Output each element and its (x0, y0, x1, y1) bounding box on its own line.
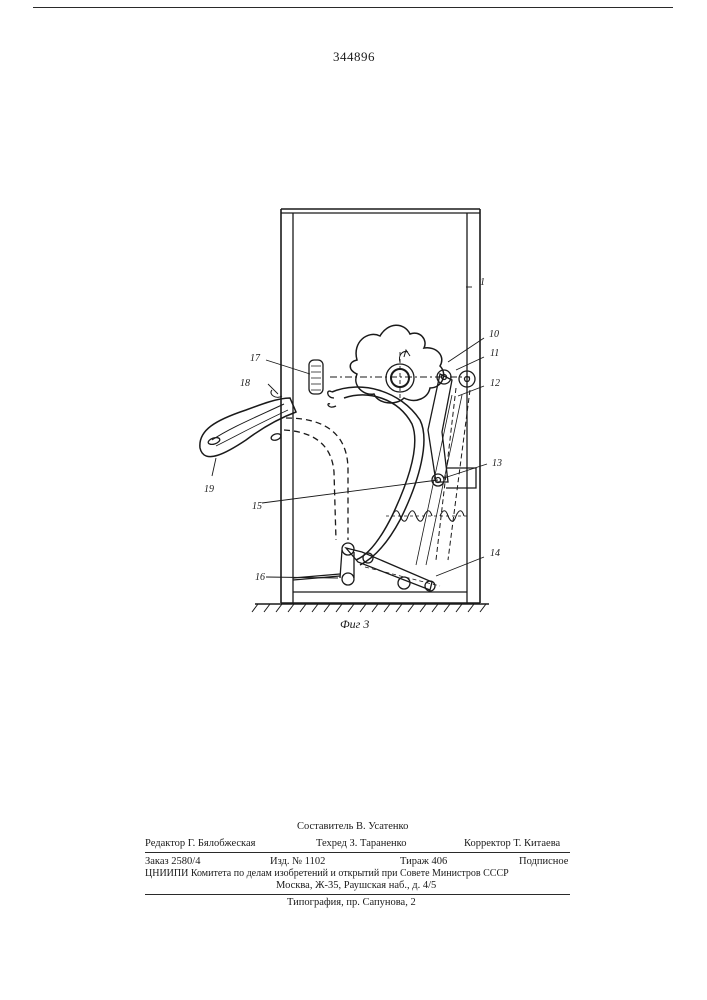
figure-caption: Фиг 3 (340, 617, 369, 631)
proofreader-line: Корректор Т. Китаева (464, 839, 560, 850)
subscription: Подписное (519, 857, 568, 868)
order-number: Заказ 2580/4 (145, 857, 200, 868)
label-16: 16 (255, 572, 265, 583)
label-18: 18 (240, 378, 250, 389)
label-19: 19 (204, 484, 214, 495)
brush-17 (309, 360, 323, 394)
bracket-13 (432, 468, 476, 488)
address-line: Москва, Ж-35, Раушская наб., д. 4/5 (276, 881, 436, 892)
circulation: Тираж 406 (400, 857, 447, 868)
label-14: 14 (490, 548, 500, 559)
linkage-14 (293, 543, 440, 591)
label-17: 17 (250, 353, 261, 364)
cam-10 (350, 325, 443, 403)
leader-lines (212, 287, 487, 578)
spring (386, 511, 470, 522)
colophon-rule-bottom (145, 894, 570, 895)
curved-arm-15 (328, 387, 424, 565)
tech-editor-line: Техред З. Тараненко (316, 839, 406, 850)
colophon-rule-top (145, 852, 570, 853)
ground-hatching (252, 604, 489, 612)
label-1: 1 (480, 277, 485, 288)
lever-12 (416, 374, 470, 565)
label-12: 12 (490, 378, 500, 389)
label-11: 11 (490, 348, 499, 359)
edition-number: Изд. № 1102 (270, 857, 325, 868)
institute-line: ЦНИИПИ Комитета по делам изобретений и о… (145, 869, 509, 879)
editor-line: Редактор Г. Бялобжеская (145, 839, 255, 850)
roller-11 (437, 370, 475, 387)
printer-line: Типография, пр. Сапунова, 2 (287, 898, 416, 909)
label-15: 15 (252, 501, 262, 512)
label-10: 10 (489, 329, 499, 340)
compiler-line: Составитель В. Усатенко (297, 822, 408, 833)
label-13: 13 (492, 458, 502, 469)
